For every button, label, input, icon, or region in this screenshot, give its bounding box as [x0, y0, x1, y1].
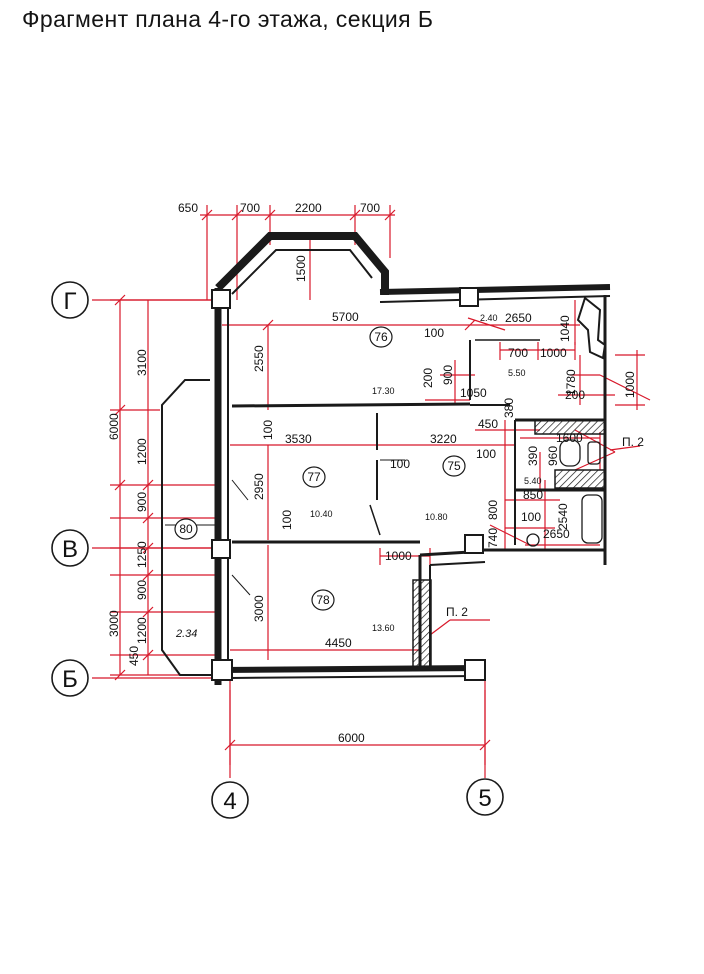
area-small-2: 5.40 — [524, 476, 542, 486]
axis-b-circle — [51, 659, 89, 697]
dimension-lines — [92, 205, 651, 778]
dim-4450: 4450 — [325, 636, 352, 650]
dim-740: 740 — [486, 528, 500, 548]
axis-b-label: Б — [62, 666, 78, 693]
dim-1600: 1600 — [556, 431, 583, 445]
note-p2-right: П. 2 — [622, 435, 644, 449]
dim-900-b: 900 — [135, 492, 149, 512]
dim-100-b: 100 — [476, 447, 496, 461]
area-75: 10.80 — [425, 512, 448, 522]
dim-1200-a: 1200 — [135, 438, 149, 465]
axis-v-label: В — [62, 536, 78, 563]
room-77-number: 77 — [307, 470, 321, 484]
dim-100-d: 100 — [390, 457, 410, 471]
dim-700-a: 700 — [240, 201, 260, 215]
dim-700-c: 700 — [508, 346, 528, 360]
dim-2540: 2540 — [556, 503, 570, 530]
dim-390: 390 — [526, 446, 540, 466]
axis-markers — [51, 281, 504, 819]
area-76: 17.30 — [372, 386, 395, 396]
ventilation-shafts — [412, 419, 606, 669]
axis-5-label: 5 — [478, 785, 491, 812]
dim-960: 960 — [546, 446, 560, 466]
structural-columns — [211, 287, 607, 681]
room-78-number: 78 — [316, 593, 330, 607]
dim-1500: 1500 — [294, 255, 308, 282]
dim-1000-b: 1000 — [623, 371, 637, 398]
dim-2550: 2550 — [252, 345, 266, 372]
dim-5700: 5700 — [332, 310, 359, 324]
dim-900-c: 900 — [135, 580, 149, 600]
dim-3220: 3220 — [430, 432, 457, 446]
page-title: Фрагмент плана 4-го этажа, секция Б — [22, 6, 434, 32]
area-small-1: 5.50 — [508, 368, 526, 378]
dim-1200-b: 1200 — [135, 617, 149, 644]
dim-2200: 2200 — [295, 201, 322, 215]
dimension-texts: 650 700 2200 700 1500 5700 100 2.40 2650… — [107, 201, 637, 745]
dim-2650-a: 2650 — [505, 311, 532, 325]
dim-200-a: 200 — [421, 368, 435, 388]
dim-450-b: 450 — [127, 646, 141, 666]
axis-4-label: 4 — [223, 788, 236, 815]
area-78: 13.60 — [372, 623, 395, 633]
area-77: 10.40 — [310, 509, 333, 519]
note-p2-bottom: П. 2 — [446, 605, 468, 619]
dim-2650-b: 2650 — [543, 527, 570, 541]
dim-1250: 1250 — [135, 541, 149, 568]
dim-1000-c: 1000 — [385, 549, 412, 563]
room-markers — [174, 326, 466, 611]
dim-100-f: 100 — [280, 510, 294, 530]
room-76-number: 76 — [374, 330, 388, 344]
dim-100-c: 100 — [261, 420, 275, 440]
dim-6000-a: 6000 — [107, 413, 121, 440]
dim-1050: 1050 — [460, 386, 487, 400]
dim-800: 800 — [486, 500, 500, 520]
axis-g-label: Г — [64, 288, 77, 315]
dim-3000-b: 3000 — [107, 610, 121, 637]
dim-100-e: 100 — [521, 510, 541, 524]
dim-200-b: 200 — [565, 388, 585, 402]
axis-5-circle — [466, 778, 504, 816]
dim-650: 650 — [178, 201, 198, 215]
dim-450: 450 — [478, 417, 498, 431]
area-80: 2.34 — [175, 628, 197, 640]
dim-2950: 2950 — [252, 473, 266, 500]
dim-240: 2.40 — [480, 313, 498, 323]
dim-380: 380 — [502, 398, 516, 418]
room-75-number: 75 — [447, 459, 461, 473]
room-80-number: 80 — [179, 522, 193, 536]
dim-1000-a: 1000 — [540, 346, 567, 360]
dim-3000-a: 3000 — [252, 595, 266, 622]
walls — [161, 232, 611, 685]
dim-700-b: 700 — [360, 201, 380, 215]
dim-900-a: 900 — [441, 365, 455, 385]
dim-3530: 3530 — [285, 432, 312, 446]
axis-4-circle — [211, 781, 249, 819]
axis-v-circle — [51, 529, 89, 567]
dim-100-a: 100 — [424, 326, 444, 340]
dim-1040: 1040 — [558, 315, 572, 342]
dim-6000-b: 6000 — [338, 731, 365, 745]
axis-g-circle — [51, 281, 89, 319]
dim-850: 850 — [523, 488, 543, 502]
bathroom-fixtures — [526, 439, 603, 547]
dim-1780: 1780 — [564, 369, 578, 396]
dim-3100: 3100 — [135, 349, 149, 376]
